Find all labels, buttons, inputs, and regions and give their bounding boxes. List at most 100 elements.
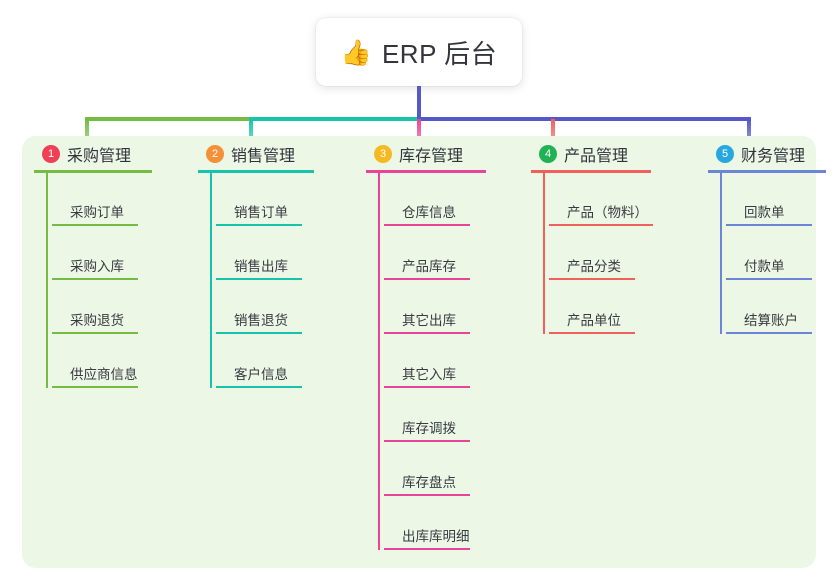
branch-item-label: 客户信息 — [234, 367, 288, 382]
branch-item-list: 采购订单采购入库采购退货供应商信息 — [28, 172, 193, 388]
branch-item-label: 采购入库 — [70, 259, 124, 274]
branch-item-rule — [216, 278, 302, 280]
branch-spine — [210, 172, 212, 388]
branch-item[interactable]: 产品单位 — [531, 280, 690, 334]
branch-item-label: 库存调拨 — [402, 421, 456, 436]
branch-header-rule — [708, 170, 826, 173]
branch-item[interactable]: 结算账户 — [708, 280, 839, 334]
branch-title: 产品管理 — [564, 148, 629, 165]
branch-item-rule — [726, 278, 812, 280]
branch-spine — [543, 172, 545, 334]
branch-bar-segment-right — [417, 117, 751, 121]
branch-item-rule — [549, 332, 635, 334]
branch-column-4: 4 产品管理产品（物料） 产品分类产品单位 — [525, 136, 690, 334]
branch-item[interactable]: 供应商信息 — [34, 334, 193, 388]
branch-item-label: 产品库存 — [402, 259, 456, 274]
branch-item-rule — [726, 224, 812, 226]
branch-item-label: 其它入库 — [402, 367, 456, 382]
branch-item-list: 仓库信息产品库存其它出库其它入库库存调拨库存盘点出库库明细 — [360, 172, 525, 550]
branch-title: 销售管理 — [231, 148, 296, 165]
branch-item-rule — [384, 440, 470, 442]
branch-item[interactable]: 采购入库 — [34, 226, 193, 280]
branch-title: 财务管理 — [741, 148, 806, 165]
branch-item-rule — [549, 224, 653, 226]
branch-item-label: 其它出库 — [402, 313, 456, 328]
branch-spine — [378, 172, 380, 550]
branch-item-label: 仓库信息 — [402, 205, 456, 220]
branch-item[interactable]: 出库库明细 — [366, 496, 525, 550]
branch-drop-1 — [85, 119, 89, 147]
branch-item-label: 产品单位 — [567, 313, 621, 328]
branch-number-badge: 2 — [206, 145, 224, 163]
branch-item-rule — [216, 386, 302, 388]
branch-item-rule — [384, 224, 470, 226]
branch-item-label: 销售出库 — [234, 259, 288, 274]
branch-item-list: 产品（物料） 产品分类产品单位 — [525, 172, 690, 334]
branch-drop-3 — [417, 119, 421, 147]
branch-number-badge: 5 — [716, 145, 734, 163]
branch-item-list: 回款单付款单结算账户 — [702, 172, 839, 334]
branch-column-3: 3 库存管理仓库信息产品库存其它出库其它入库库存调拨库存盘点出库库明细 — [360, 136, 525, 550]
branch-item[interactable]: 仓库信息 — [366, 172, 525, 226]
branch-item[interactable]: 付款单 — [708, 226, 839, 280]
branch-item[interactable]: 产品（物料） — [531, 172, 690, 226]
branch-item[interactable]: 采购订单 — [34, 172, 193, 226]
root-stem-connector — [417, 86, 421, 120]
branch-item-label: 结算账户 — [744, 313, 798, 328]
branch-item-label: 采购退货 — [70, 313, 124, 328]
branch-header-3[interactable]: 3 库存管理 — [360, 136, 525, 173]
branch-column-2: 2 销售管理销售订单销售出库销售退货客户信息 — [192, 136, 357, 388]
branch-item-rule — [52, 278, 138, 280]
branch-title: 库存管理 — [399, 148, 464, 165]
branch-number-badge: 4 — [539, 145, 557, 163]
branch-bar-segment-left — [85, 117, 251, 121]
branch-item-label: 采购订单 — [70, 205, 124, 220]
root-node-erp-backend[interactable]: 👍 ERP 后台 — [316, 18, 522, 86]
thumbs-up-icon: 👍 — [340, 38, 372, 67]
branch-item[interactable]: 销售订单 — [198, 172, 357, 226]
branch-item-label: 销售退货 — [234, 313, 288, 328]
branch-number-badge: 1 — [42, 145, 60, 163]
branch-item[interactable]: 产品库存 — [366, 226, 525, 280]
branch-item[interactable]: 其它出库 — [366, 280, 525, 334]
branch-item-rule — [726, 332, 812, 334]
branch-item-rule — [216, 332, 302, 334]
branch-item-label: 库存盘点 — [402, 475, 456, 490]
branch-header-2[interactable]: 2 销售管理 — [192, 136, 357, 173]
branch-item-rule — [384, 494, 470, 496]
branch-item-label: 回款单 — [744, 205, 785, 220]
branch-drop-5 — [747, 119, 751, 147]
branch-item-label: 付款单 — [744, 259, 785, 274]
branch-item-list: 销售订单销售出库销售退货客户信息 — [192, 172, 357, 388]
branch-item-rule — [549, 278, 635, 280]
branch-header-5[interactable]: 5 财务管理 — [702, 136, 839, 173]
branch-item[interactable]: 客户信息 — [198, 334, 357, 388]
branch-spine — [46, 172, 48, 388]
branch-header-4[interactable]: 4 产品管理 — [525, 136, 690, 173]
branch-item-label: 出库库明细 — [402, 529, 470, 544]
branch-item-label: 产品（物料） — [567, 205, 648, 220]
branch-column-5: 5 财务管理回款单付款单结算账户 — [702, 136, 839, 334]
branch-bar-segment-mid — [249, 117, 419, 121]
branch-item[interactable]: 回款单 — [708, 172, 839, 226]
branch-number-badge: 3 — [374, 145, 392, 163]
branch-item[interactable]: 销售出库 — [198, 226, 357, 280]
branch-item[interactable]: 产品分类 — [531, 226, 690, 280]
branch-header-rule — [531, 170, 651, 173]
branch-item-rule — [384, 332, 470, 334]
branch-drop-4 — [551, 119, 555, 147]
branch-spine — [720, 172, 722, 334]
branch-item-label: 销售订单 — [234, 205, 288, 220]
branch-item[interactable]: 采购退货 — [34, 280, 193, 334]
branch-header-rule — [198, 170, 314, 173]
branch-item[interactable]: 库存调拨 — [366, 388, 525, 442]
root-node-title: ERP 后台 — [381, 38, 498, 69]
branch-item[interactable]: 库存盘点 — [366, 442, 525, 496]
branch-item[interactable]: 销售退货 — [198, 280, 357, 334]
branch-item-rule — [52, 386, 138, 388]
branch-header-rule — [34, 170, 152, 173]
branch-item-rule — [384, 548, 470, 550]
branch-item[interactable]: 其它入库 — [366, 334, 525, 388]
